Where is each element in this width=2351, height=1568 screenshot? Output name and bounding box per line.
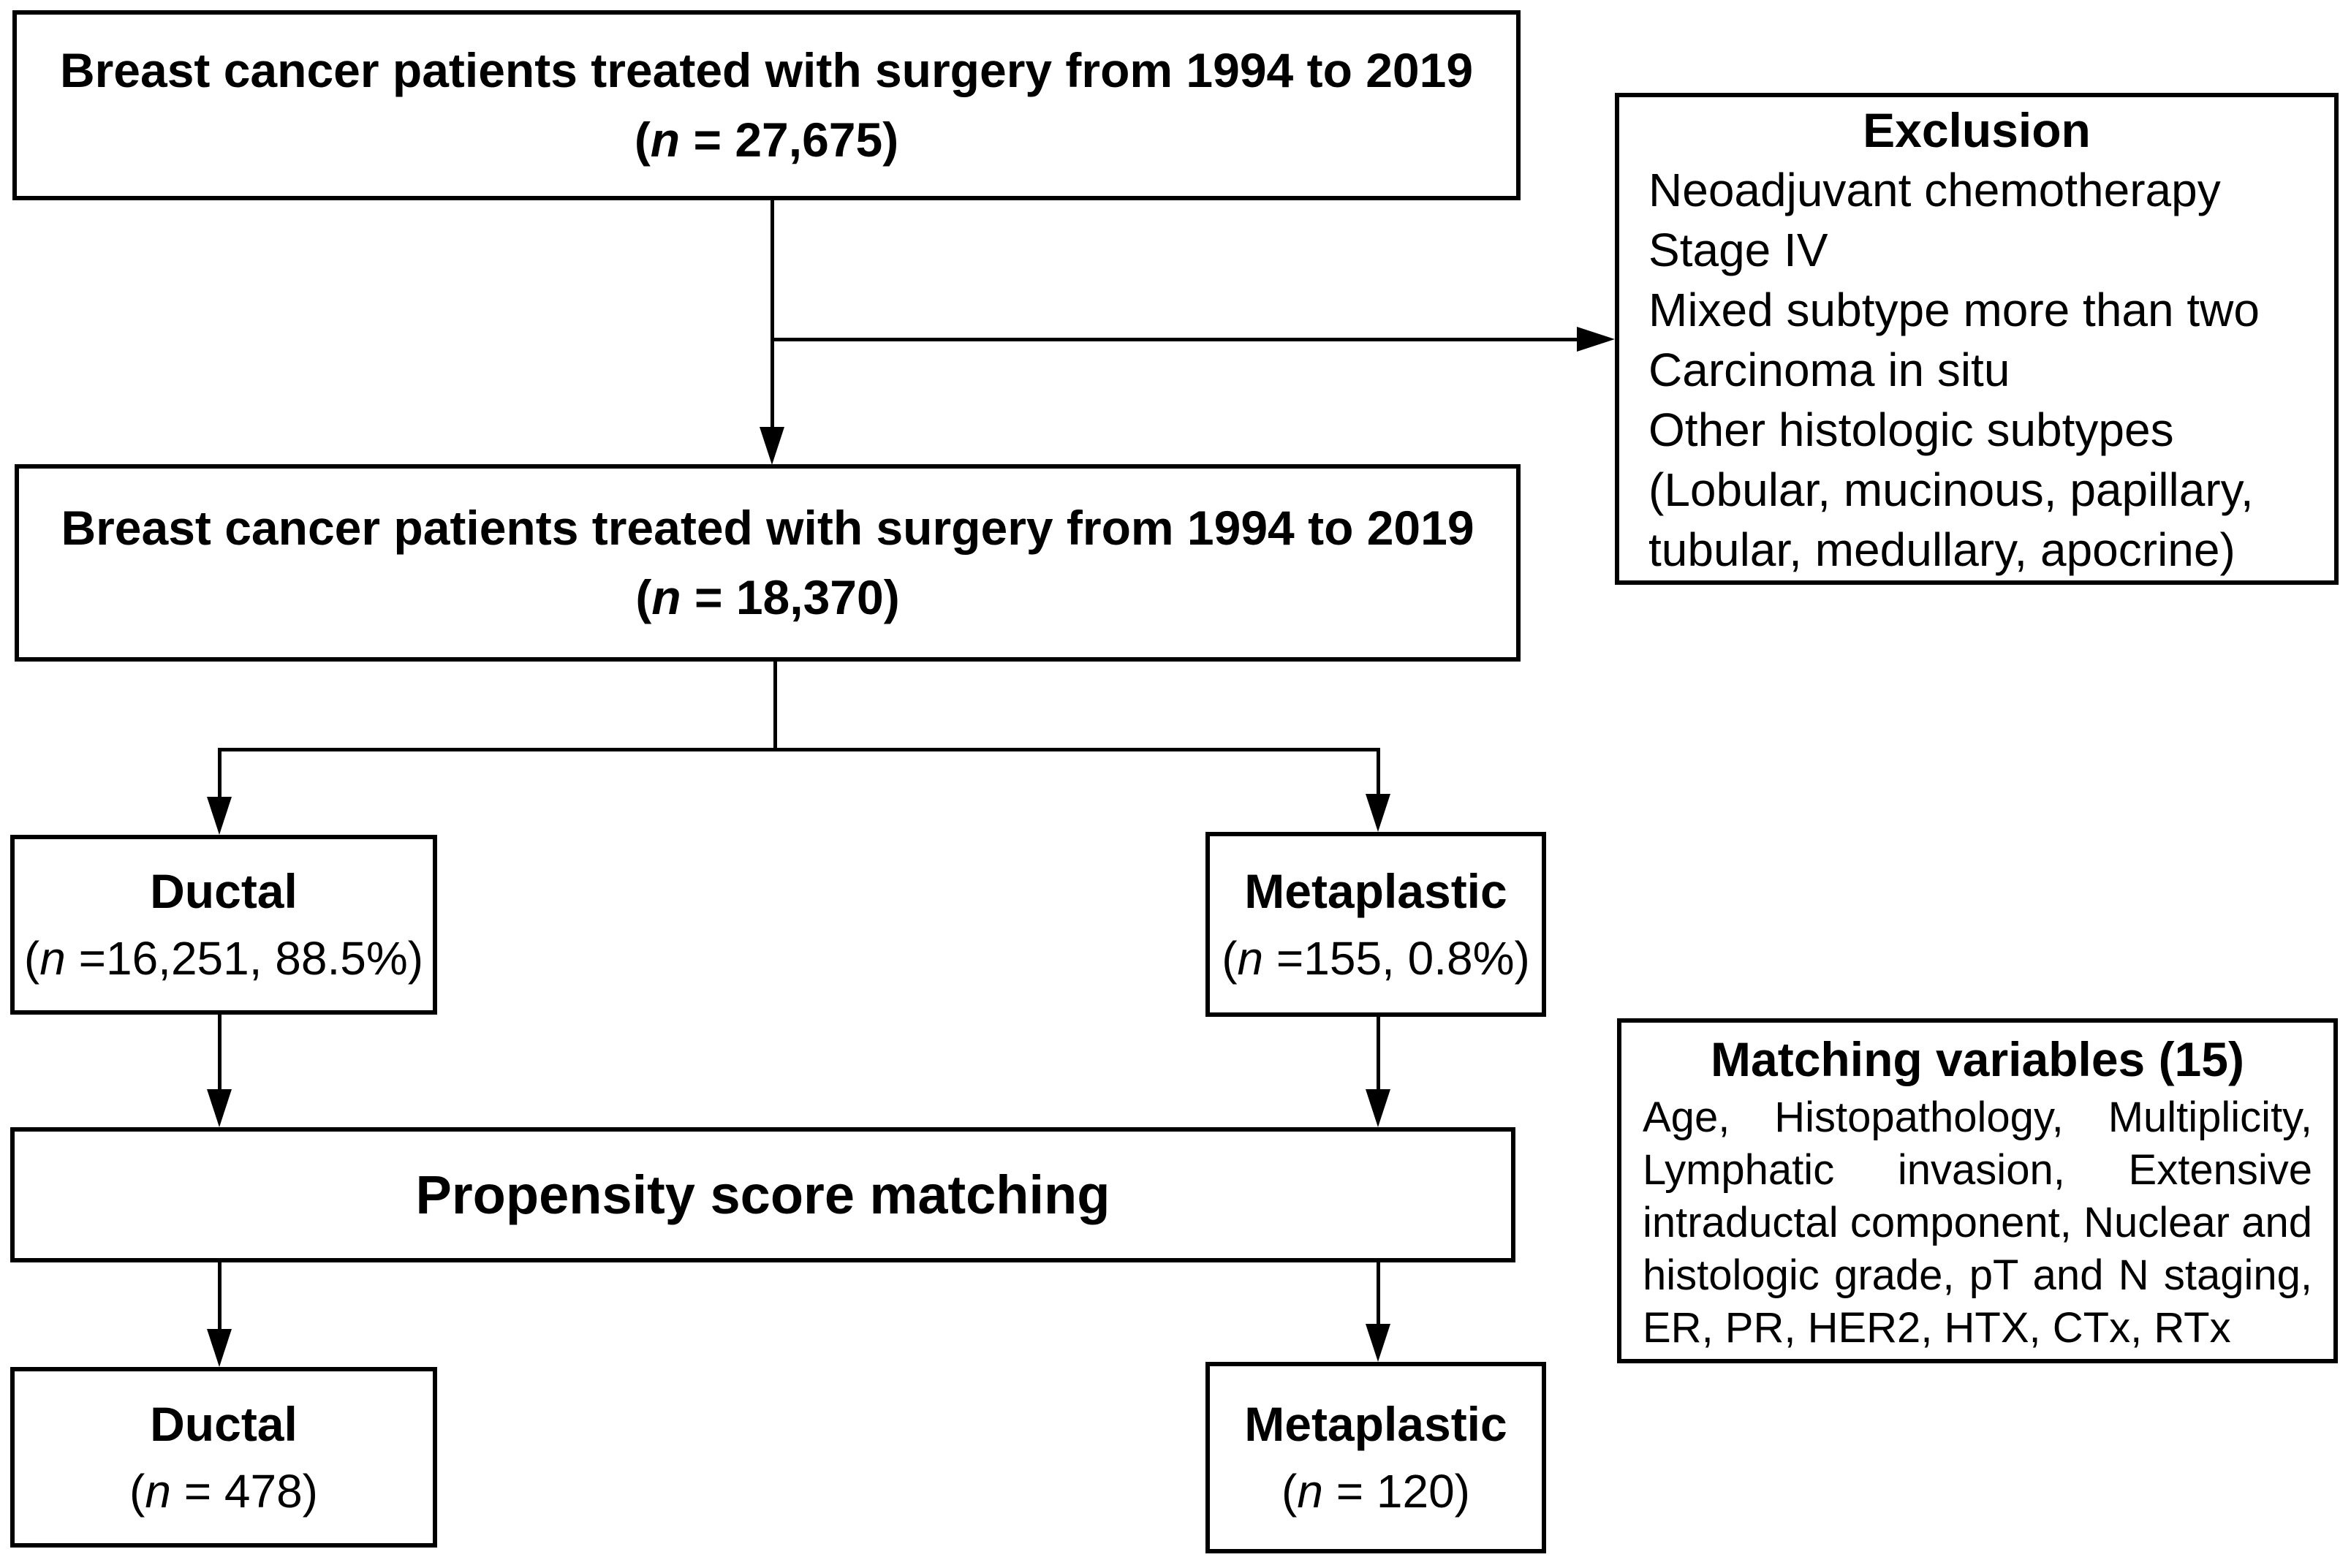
n-value: = 27,675)	[680, 113, 899, 167]
n-symbol: n	[1237, 931, 1264, 985]
metaplastic-matched-n: (n = 120)	[1281, 1458, 1470, 1525]
cohort-filtered-n: (n = 18,370)	[635, 563, 899, 632]
paren-open: (	[634, 113, 651, 167]
n-symbol: n	[1297, 1465, 1323, 1518]
ductal-n: (n =16,251, 88.5%)	[24, 925, 423, 992]
connector-ductal-to-psm	[218, 1015, 222, 1091]
exclusion-item: Carcinoma in situ	[1648, 344, 2010, 396]
exclusion-item: Neoadjuvant chemotherapy	[1648, 164, 2221, 216]
n-value: =16,251, 88.5%)	[65, 932, 424, 985]
connector-metaplastic-to-psm	[1377, 1017, 1380, 1091]
paren-open: (	[23, 932, 40, 985]
paren-open: (	[1222, 931, 1238, 985]
box-propensity-score-matching: Propensity score matching	[10, 1127, 1515, 1262]
metaplastic-label: Metaplastic	[1244, 863, 1507, 918]
metaplastic-n: (n =155, 0.8%)	[1222, 925, 1530, 992]
n-value: =155, 0.8%)	[1263, 931, 1530, 985]
n-symbol: n	[650, 113, 681, 167]
n-symbol: n	[145, 1464, 171, 1518]
n-value: = 18,370)	[681, 570, 900, 624]
exclusion-item: Other histologic subtypes (Lobular, muci…	[1648, 404, 2254, 576]
connector-split-to-ductal	[218, 748, 222, 798]
arrowhead-down-metaplastic-matched	[1366, 1324, 1390, 1362]
matching-variables-title: Matching variables (15)	[1711, 1032, 2244, 1086]
matching-variables-list: Age, Histopathology, Multiplicity, Lymph…	[1643, 1094, 2312, 1352]
paren-open: (	[635, 570, 652, 624]
box-matching-variables: Matching variables (15) Age, Histopathol…	[1617, 1018, 2338, 1363]
connector-cohort1-to-cohort2	[771, 200, 774, 427]
connector-psm-to-metaplastic-matched	[1377, 1262, 1380, 1325]
connector-psm-to-ductal-matched	[218, 1262, 222, 1330]
box-cohort-initial: Breast cancer patients treated with surg…	[12, 10, 1521, 200]
paren-open: (	[1281, 1465, 1298, 1518]
cohort-initial-n: (n = 27,675)	[635, 105, 898, 175]
metaplastic-matched-label: Metaplastic	[1244, 1397, 1507, 1451]
exclusion-item: Mixed subtype more than two	[1648, 284, 2260, 336]
ductal-label: Ductal	[150, 864, 298, 918]
ductal-matched-label: Ductal	[150, 1396, 298, 1451]
connector-split-bar	[218, 748, 1380, 751]
n-symbol: n	[651, 570, 681, 624]
box-metaplastic: Metaplastic (n =155, 0.8%)	[1205, 832, 1546, 1017]
arrowhead-right-exclusion	[1577, 327, 1615, 352]
psm-label: Propensity score matching	[415, 1164, 1110, 1225]
box-metaplastic-matched: Metaplastic (n = 120)	[1205, 1362, 1546, 1553]
box-cohort-filtered: Breast cancer patients treated with surg…	[15, 464, 1521, 662]
ductal-matched-n: (n = 478)	[129, 1458, 318, 1525]
box-ductal-matched: Ductal (n = 478)	[10, 1367, 437, 1548]
n-value: = 478)	[170, 1464, 318, 1518]
arrowhead-down-metaplastic	[1366, 794, 1390, 832]
connector-split-to-metaplastic	[1377, 748, 1380, 795]
exclusion-item: Stage IV	[1648, 224, 1828, 276]
arrowhead-down-ductal-matched	[207, 1329, 232, 1367]
exclusion-title: Exclusion	[1863, 103, 2091, 157]
paren-open: (	[129, 1464, 145, 1518]
n-symbol: n	[39, 932, 66, 985]
cohort-initial-title: Breast cancer patients treated with surg…	[59, 43, 1474, 97]
arrowhead-down-psm-right	[1366, 1089, 1390, 1127]
arrowhead-down-cohort2	[760, 427, 784, 465]
box-exclusion: Exclusion Neoadjuvant chemotherapy Stage…	[1615, 93, 2339, 585]
arrowhead-down-ductal	[207, 797, 232, 835]
cohort-filtered-title: Breast cancer patients treated with surg…	[61, 501, 1474, 555]
n-value: = 120)	[1322, 1465, 1470, 1518]
box-ductal: Ductal (n =16,251, 88.5%)	[10, 835, 437, 1015]
connector-cohort2-stem	[773, 662, 777, 751]
arrowhead-down-psm-left	[207, 1089, 232, 1127]
connector-to-exclusion	[771, 338, 1577, 341]
